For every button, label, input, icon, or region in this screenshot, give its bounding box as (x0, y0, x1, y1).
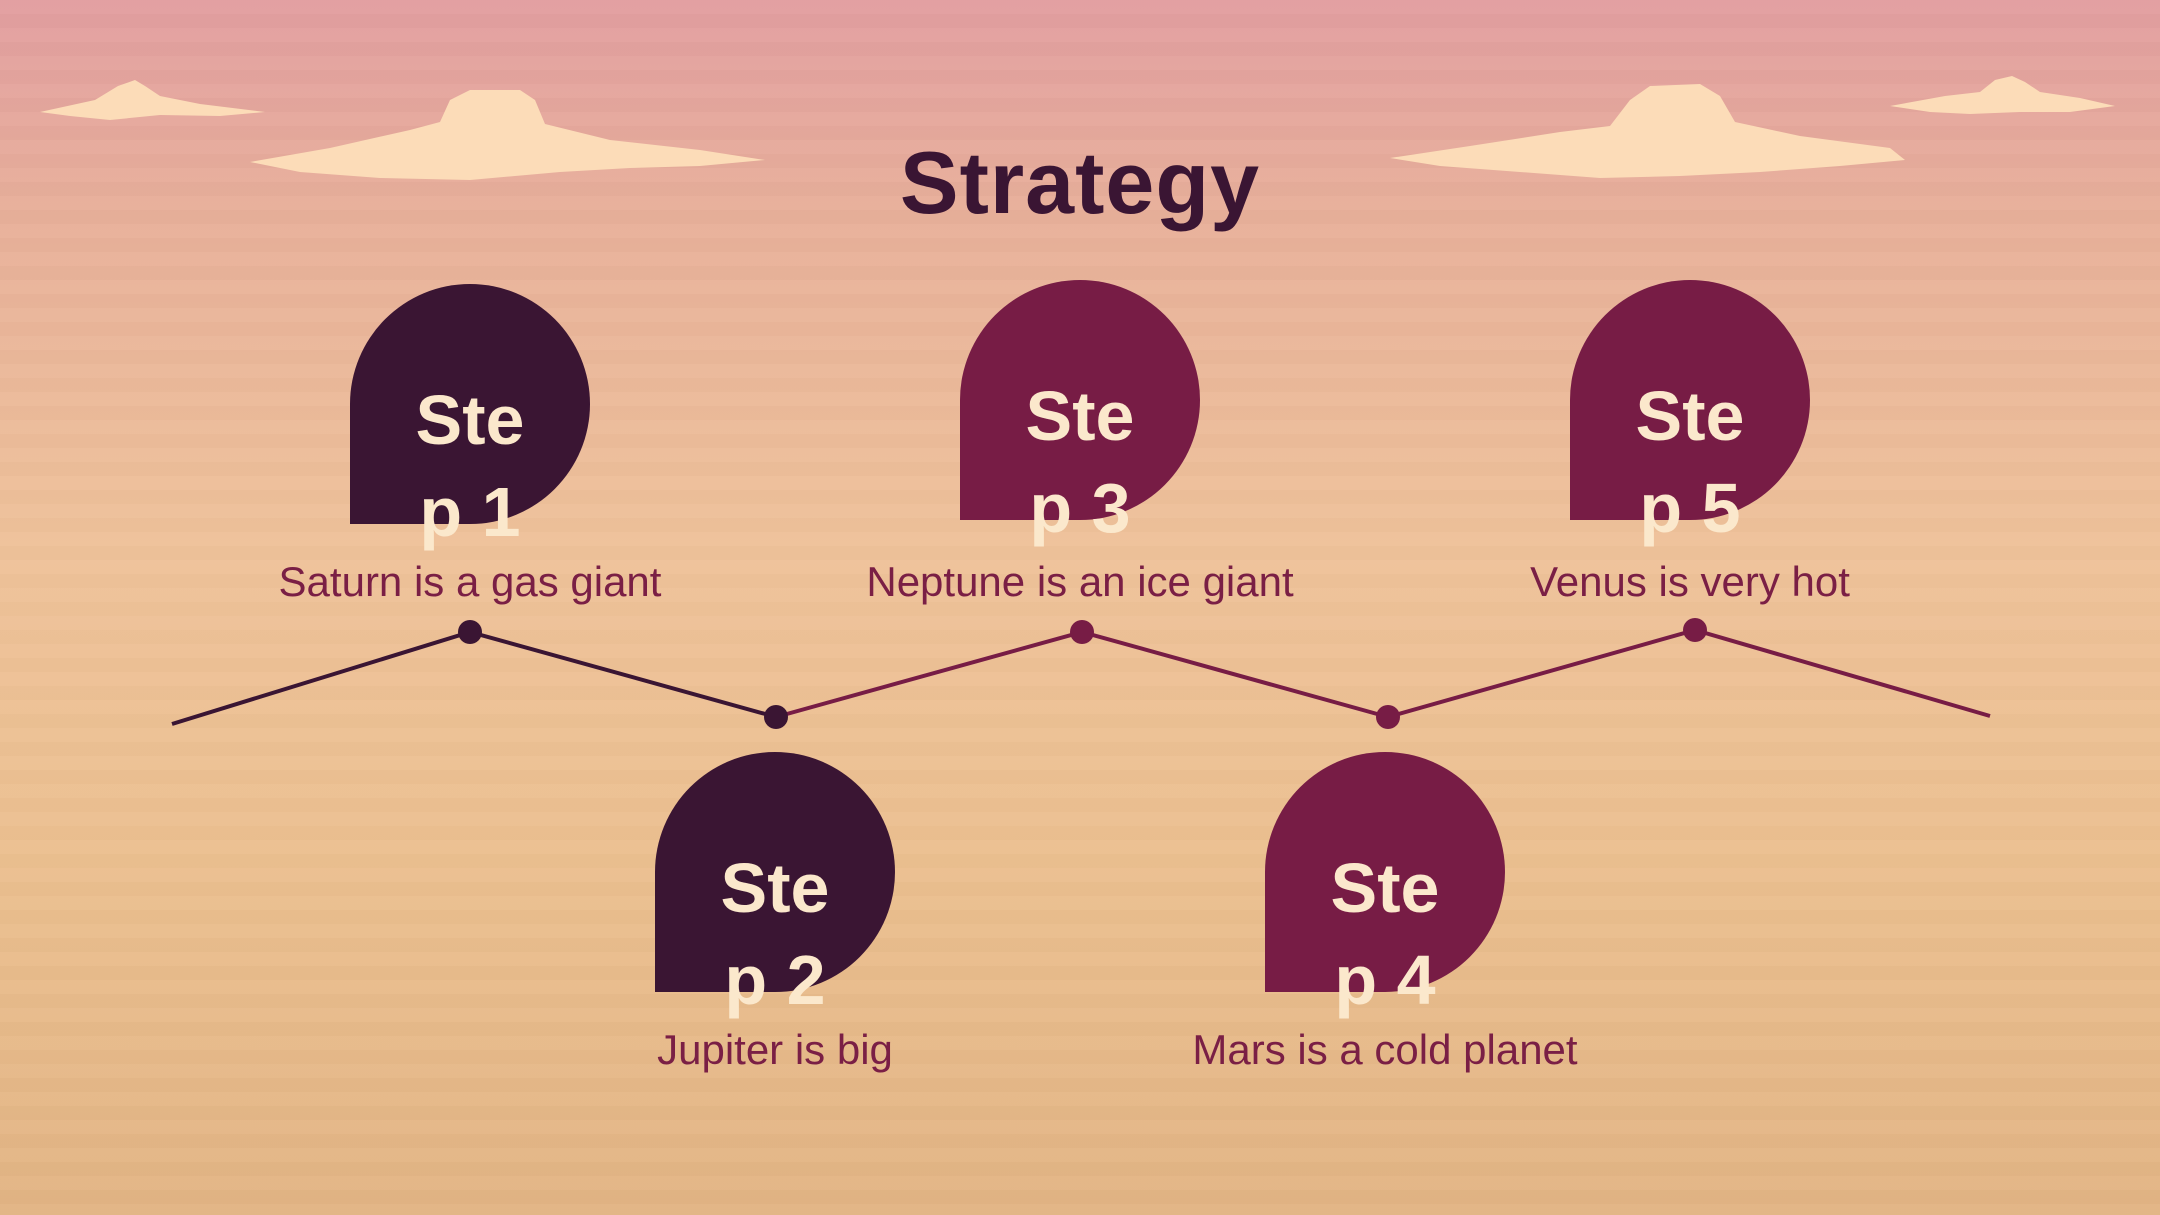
step-2-badge: Step 2 (655, 752, 895, 1019)
step-5-caption: Venus is very hot (1530, 558, 1850, 605)
step-2-label: Step 2 (720, 849, 830, 1019)
step-2-caption: Jupiter is big (657, 1026, 893, 1073)
step-4-badge: Step 4 (1265, 752, 1505, 1019)
timeline-segment (1081, 630, 1389, 719)
timeline-segment (469, 630, 777, 719)
step-3-caption: Neptune is an ice giant (866, 558, 1294, 605)
cloud-2 (250, 90, 765, 180)
clouds-decoration (40, 76, 2115, 180)
step-1-caption: Saturn is a gas giant (278, 558, 662, 605)
page-title: Strategy (899, 133, 1261, 232)
timeline-node-3 (1070, 620, 1094, 644)
step-5-badge: Step 5 (1570, 280, 1810, 547)
timeline-segment (171, 630, 471, 726)
timeline-segment (1694, 628, 1991, 718)
step-1-badge: Step 1 (350, 284, 590, 551)
timeline-node-2 (764, 705, 788, 729)
step-1-label: Step 1 (415, 381, 525, 551)
cloud-1 (40, 80, 265, 120)
timeline-node-5 (1683, 618, 1707, 642)
step-4-caption: Mars is a cold planet (1192, 1026, 1578, 1073)
timeline-node-1 (458, 620, 482, 644)
cloud-4 (1890, 76, 2115, 114)
timeline-node-4 (1376, 705, 1400, 729)
step-5-label: Step 5 (1635, 377, 1745, 547)
timeline-segment (775, 630, 1083, 719)
step-3-badge: Step 3 (960, 280, 1200, 547)
timeline-segment (1387, 628, 1696, 719)
cloud-3 (1390, 84, 1905, 178)
step-4-label: Step 4 (1330, 849, 1440, 1019)
step-3-label: Step 3 (1025, 377, 1135, 547)
